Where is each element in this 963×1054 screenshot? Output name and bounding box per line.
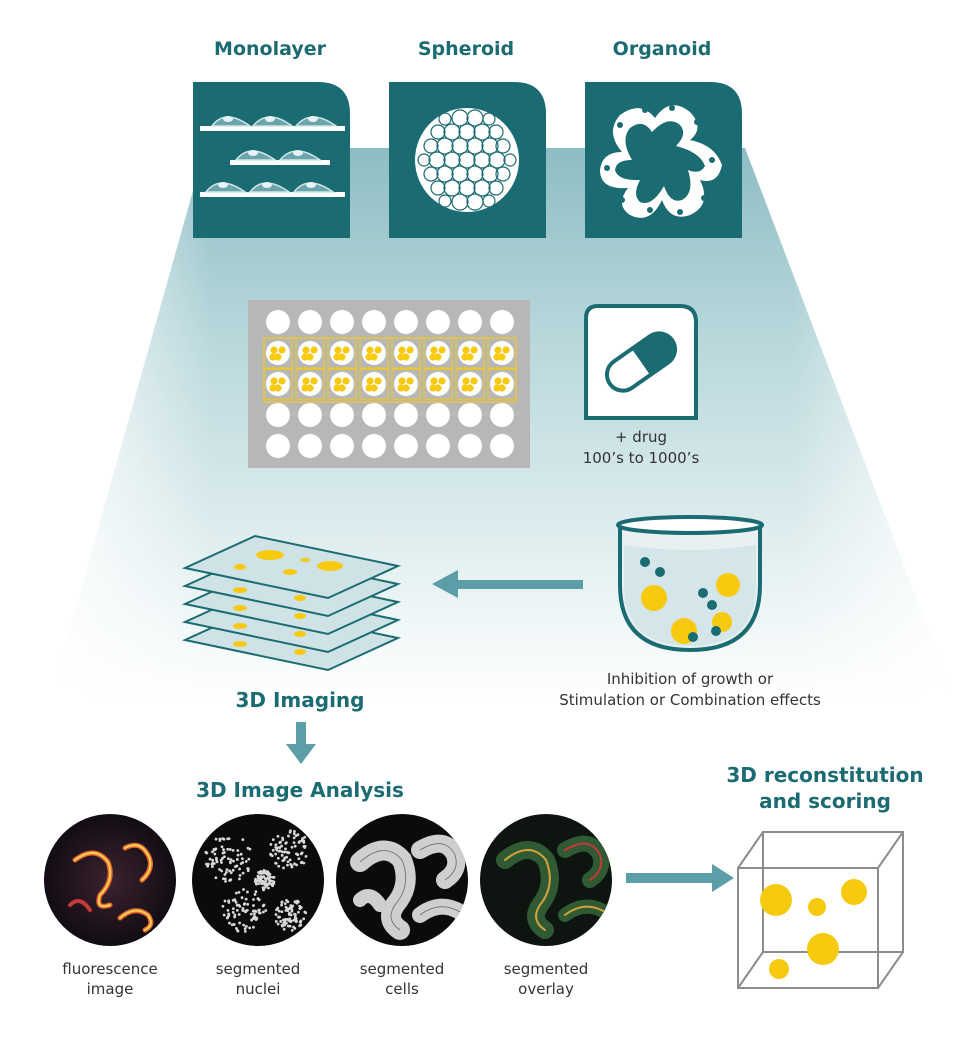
plate-well — [458, 341, 482, 365]
beaker-icon — [616, 515, 764, 653]
monolayer-label: Monolayer — [214, 38, 326, 60]
cells-caption-line2: cells — [385, 980, 419, 998]
reconstitution-label-line2: and scoring — [759, 789, 891, 813]
spheroid-icon — [389, 82, 546, 238]
organoid-icon — [585, 82, 742, 238]
plate-well — [362, 434, 386, 458]
organoid-label: Organoid — [612, 38, 712, 60]
nuclei-caption-line1: segmented — [215, 960, 301, 978]
image-layer — [181, 534, 402, 600]
plate-well — [490, 372, 514, 396]
plate-well — [490, 310, 514, 334]
plate-well — [490, 341, 514, 365]
cells-caption-line1: segmented — [359, 960, 445, 978]
segmented-overlay — [480, 814, 612, 946]
plate-well — [426, 403, 450, 427]
plate-well — [266, 372, 290, 396]
plate-well — [298, 310, 322, 334]
overlay-caption-line2: overlay — [518, 980, 574, 998]
analysis-label: 3D Image Analysis — [196, 778, 404, 802]
plate-well — [298, 403, 322, 427]
drug-label-line1: + drug — [614, 428, 668, 446]
plate-well — [394, 341, 418, 365]
plate-well — [458, 310, 482, 334]
plate-well — [458, 403, 482, 427]
image-stack-icon — [181, 534, 402, 672]
plate-well — [362, 310, 386, 334]
plate-well — [490, 434, 514, 458]
plate-well — [330, 434, 354, 458]
imaging-label: 3D Imaging — [235, 688, 365, 712]
arrow-left-icon — [432, 570, 583, 598]
drug-label-line2: 100’s to 1000’s — [582, 449, 700, 467]
plate-well — [394, 434, 418, 458]
plate-well — [266, 434, 290, 458]
effects-label-line2: Stimulation or Combination effects — [559, 691, 821, 709]
effects-label-line1: Inhibition of growth or — [606, 670, 774, 688]
plate-well — [394, 372, 418, 396]
plate-well — [458, 434, 482, 458]
segmented-cells — [336, 814, 468, 946]
plate-well — [298, 341, 322, 365]
plate-well — [266, 341, 290, 365]
overlay-caption-line1: segmented — [503, 960, 589, 978]
plate-well — [394, 403, 418, 427]
plate-well — [298, 372, 322, 396]
monolayer-icon — [193, 82, 350, 238]
fluorescence-caption-line1: fluorescence — [62, 960, 158, 978]
plate-well — [426, 310, 450, 334]
plate-well — [266, 403, 290, 427]
plate-well — [266, 310, 290, 334]
fluorescence-image — [44, 814, 176, 946]
plate-well — [362, 403, 386, 427]
plate-well — [362, 341, 386, 365]
arrow-right-icon — [626, 864, 734, 892]
cube-spheroids — [760, 879, 867, 979]
plate-well — [330, 341, 354, 365]
fluorescence-caption-line2: image — [86, 980, 134, 998]
well-plate — [248, 300, 530, 468]
plate-well — [490, 403, 514, 427]
arrow-down-icon — [286, 722, 316, 764]
reconstitution-label-line1: 3D reconstitution — [726, 763, 924, 787]
reconstitution-cube — [737, 831, 904, 989]
plate-well — [458, 372, 482, 396]
plate-well — [330, 403, 354, 427]
plate-well — [298, 434, 322, 458]
plate-well — [426, 341, 450, 365]
plate-well — [330, 372, 354, 396]
plate-well — [394, 310, 418, 334]
segmented-nuclei — [192, 814, 324, 946]
spheroid-label: Spheroid — [417, 38, 515, 60]
drug-capsule-icon — [584, 304, 698, 420]
plate-well — [426, 372, 450, 396]
plate-well — [426, 434, 450, 458]
plate-well — [362, 372, 386, 396]
nuclei-caption-line2: nuclei — [235, 980, 281, 998]
plate-well — [330, 310, 354, 334]
